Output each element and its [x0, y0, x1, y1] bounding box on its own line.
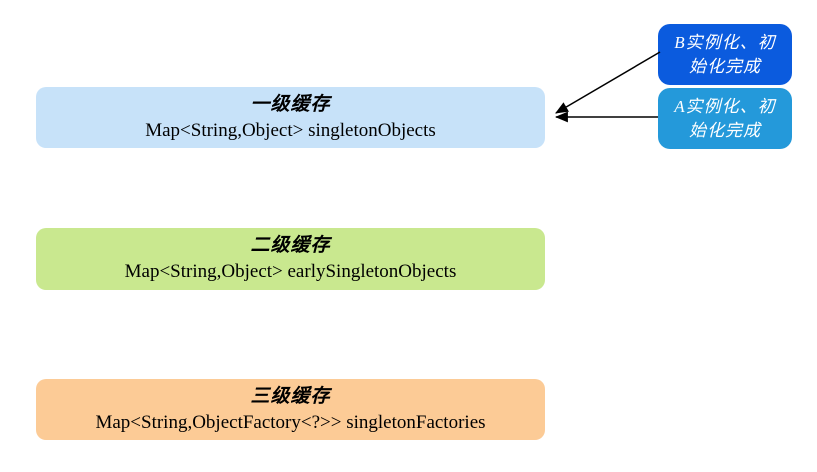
callout-bean-a: A实例化、初 始化完成 [658, 88, 792, 149]
cache-level-1-code: Map<String,Object> singletonObjects [145, 120, 436, 141]
cache-level-2-code: Map<String,Object> earlySingletonObjects [124, 261, 457, 282]
callout-bean-a-label: A实例化、初 始化完成 [674, 96, 776, 140]
cache-level-1-title: 一级缓存 [250, 94, 331, 115]
callout-bean-b-label: B实例化、初 始化完成 [674, 32, 776, 76]
cache-level-1-box: 一级缓存 Map<String,Object> singletonObjects [36, 87, 545, 148]
cache-level-3-title: 三级缓存 [250, 386, 331, 407]
cache-level-2-box: 二级缓存 Map<String,Object> earlySingletonOb… [36, 228, 545, 290]
callout-bean-b: B实例化、初 始化完成 [658, 24, 792, 85]
arrow-from-b-icon [555, 51, 661, 114]
cache-level-3-code: Map<String,ObjectFactory<?>> singletonFa… [95, 412, 486, 433]
cache-level-2-title: 二级缓存 [250, 235, 331, 256]
cache-level-3-box: 三级缓存 Map<String,ObjectFactory<?>> single… [36, 379, 545, 440]
